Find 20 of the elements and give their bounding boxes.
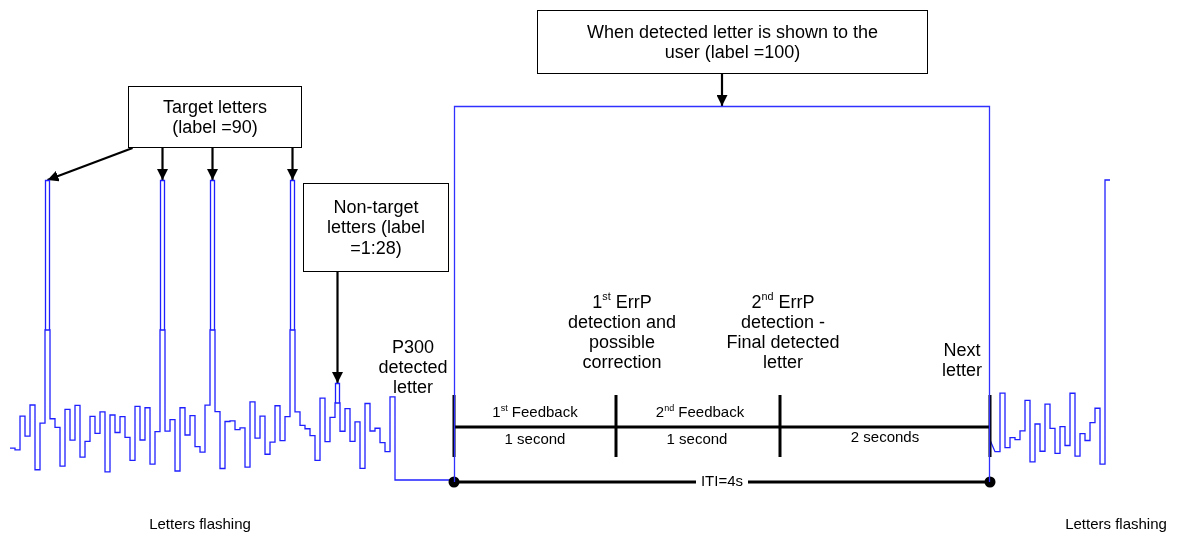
event-label: P300 detected letter (377, 337, 449, 398)
callout-box: Non-target letters (label =1:28) (303, 183, 449, 272)
duration-label: 1 second (503, 431, 567, 448)
event-label: Next letter (941, 340, 983, 381)
duration-label: 2 seconds (849, 429, 921, 446)
arrow (207, 148, 218, 180)
arrow (332, 272, 343, 383)
arrow (287, 148, 298, 180)
event-label: 1$^{st}$ ErrP detection and possible correction (566, 292, 678, 373)
arrow (47, 146, 133, 182)
event-label: 2$^{nd}$ ErrP detection - Final detected letter (725, 292, 841, 373)
arrow (716, 74, 728, 106)
caption-text: Letters flashing (148, 516, 252, 533)
callout-box: Target letters (label =90) (128, 86, 302, 148)
interval-label: 2$^{nd}$ Feedback (654, 404, 746, 421)
caption-text: Letters flashing (1064, 516, 1168, 533)
arrow (157, 148, 168, 180)
interval-label: 1$^{st}$ Feedback (491, 404, 579, 421)
callout-box: When detected letter is shown to the user (label =100) (537, 10, 928, 74)
duration-label: 1 second (665, 431, 729, 448)
